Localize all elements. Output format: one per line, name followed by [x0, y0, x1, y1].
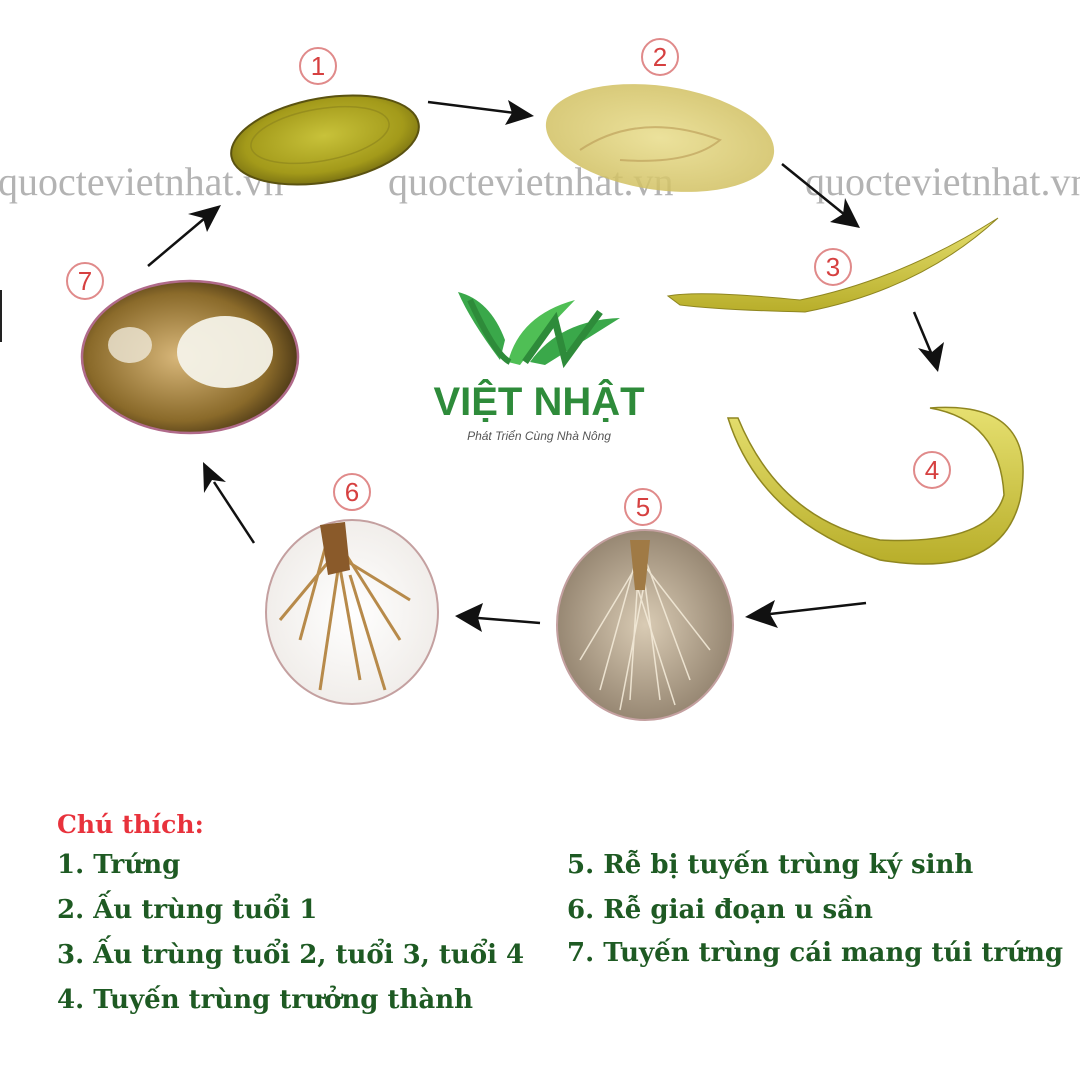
legend-title: Chú thích: — [57, 810, 204, 839]
stage-7-female-egg-sac — [80, 279, 300, 435]
legend-item-2: 2. Ấu trùng tuổi 1 — [57, 895, 318, 925]
svg-text:7: 7 — [78, 266, 92, 296]
logo-leaf-icon — [458, 292, 620, 369]
legend-item-6: 6. Rễ giai đoạn u sần — [567, 895, 873, 925]
arrow-2-to-3 — [781, 163, 860, 228]
stage-5-number: 5 — [624, 488, 662, 526]
stage-5-infected-root — [556, 529, 734, 721]
stage-1-egg — [230, 94, 420, 186]
stage-6-number: 6 — [333, 473, 371, 511]
svg-text:6: 6 — [345, 477, 359, 507]
watermark-right: quoctevietnhat.vn — [805, 159, 1080, 204]
legend-item-3: 3. Ấu trùng tuổi 2, tuổi 3, tuổi 4 — [57, 940, 525, 970]
stage-4-adult — [726, 406, 1024, 565]
arrow-3-to-4 — [912, 311, 944, 372]
arrow-1-to-2 — [427, 100, 534, 125]
arrow-5-to-6 — [455, 603, 541, 632]
arrow-7-to-1 — [147, 205, 221, 267]
legend-item-1: 1. Trứng — [57, 850, 181, 880]
logo: VIỆT NHẬT Phát Triển Cùng Nhà Nông — [433, 292, 645, 443]
stage-3-juvenile — [666, 217, 999, 313]
arrow-4-to-5 — [745, 600, 867, 628]
stage-7-number: 7 — [66, 262, 104, 300]
svg-text:4: 4 — [925, 455, 939, 485]
legend-item-4: 4. Tuyến trùng trưởng thành — [57, 985, 474, 1015]
arrow-6-to-7 — [203, 462, 256, 544]
svg-text:2: 2 — [653, 42, 667, 72]
stage-2-number: 2 — [641, 38, 679, 76]
edge-mark — [0, 290, 2, 342]
svg-text:1: 1 — [311, 51, 325, 81]
stage-6-root-gall — [265, 519, 439, 705]
stage-4-number: 4 — [913, 451, 951, 489]
logo-tagline: Phát Triển Cùng Nhà Nông — [467, 429, 611, 443]
legend-item-5: 5. Rễ bị tuyến trùng ký sinh — [567, 850, 974, 880]
lifecycle-svg: quoctevietnhat.vn quoctevietnhat.vn quoc… — [0, 38, 1080, 721]
stage-1-number: 1 — [299, 47, 337, 85]
stage-3-number: 3 — [814, 248, 852, 286]
legend-item-7: 7. Tuyến trùng cái mang túi trứng — [567, 938, 1064, 968]
stage-2-juvenile — [545, 84, 775, 192]
svg-text:5: 5 — [636, 492, 650, 522]
svg-text:3: 3 — [826, 252, 840, 282]
logo-title: VIỆT NHẬT — [433, 378, 644, 424]
